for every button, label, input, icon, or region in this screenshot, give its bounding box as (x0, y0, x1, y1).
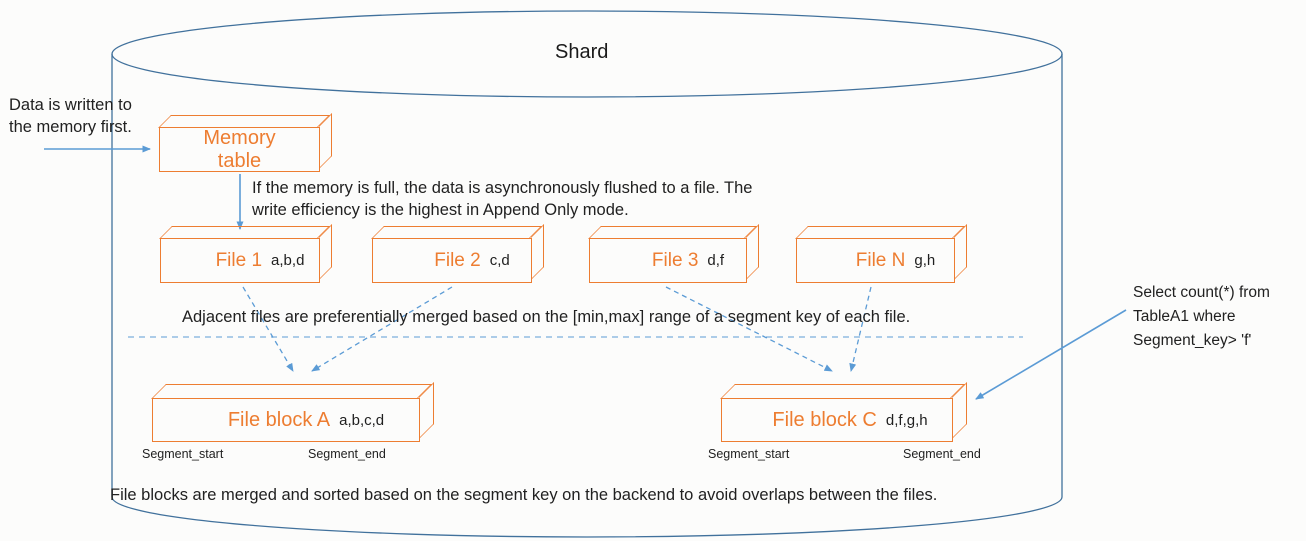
file-block-c-keys: d,f,g,h (885, 411, 928, 429)
file-block-c-top-face (720, 384, 966, 399)
fileN-label: File N (855, 249, 906, 271)
file2-to-blockA-arrow (311, 286, 453, 372)
file2-box-top-face (371, 226, 543, 239)
file3-to-blockC-arrow (665, 286, 833, 372)
file-block-c-box: File block C d,f,g,h (720, 382, 967, 442)
file1-to-blockA-arrow (242, 286, 294, 372)
file3-box: File 3 d,f (588, 224, 759, 283)
backend-note: File blocks are merged and sorted based … (110, 486, 938, 504)
file2-keys: c,d (489, 252, 510, 269)
memory-table-label: Memory table (203, 126, 276, 172)
block-c-segment-end-label: Segment_end (903, 447, 981, 461)
file-block-a-box: File block A a,b,c,d (151, 382, 434, 442)
fileN-box-top-face (795, 226, 966, 239)
flush-note: If the memory is full, the data is async… (252, 179, 753, 219)
file2-box: File 2 c,d (371, 224, 544, 283)
file1-box: File 1 a,b,d (159, 224, 332, 283)
file1-keys: a,b,d (271, 252, 305, 269)
file3-keys: d,f (707, 252, 725, 269)
query-note: Select count(*) from TableA1 where Segme… (1133, 284, 1270, 349)
memory-table-box: Memory table (158, 113, 332, 172)
memory-table-box-top-face (158, 115, 331, 128)
fileN-to-blockC-arrow (849, 286, 872, 372)
file-block-a-keys: a,b,c,d (339, 411, 385, 429)
merge-note: Adjacent files are preferentially merged… (182, 308, 911, 326)
file1-label: File 1 (215, 249, 263, 271)
fileN-keys: g,h (914, 252, 936, 269)
write-note: Data is written to the memory first. (9, 96, 132, 136)
block-a-segment-end-label: Segment_end (308, 447, 386, 461)
fileN-box: File N g,h (795, 224, 967, 283)
file1-box-top-face (159, 226, 331, 239)
file2-label: File 2 (434, 249, 481, 271)
block-c-segment-start-label: Segment_start (708, 447, 790, 461)
file3-box-top-face (588, 226, 758, 239)
shard-title: Shard (555, 41, 609, 63)
file-block-a-label: File block A (227, 408, 331, 431)
file-block-a-top-face (151, 384, 433, 399)
block-a-segment-start-label: Segment_start (142, 447, 224, 461)
file-block-c-label: File block C (772, 408, 877, 431)
file3-label: File 3 (651, 249, 699, 271)
